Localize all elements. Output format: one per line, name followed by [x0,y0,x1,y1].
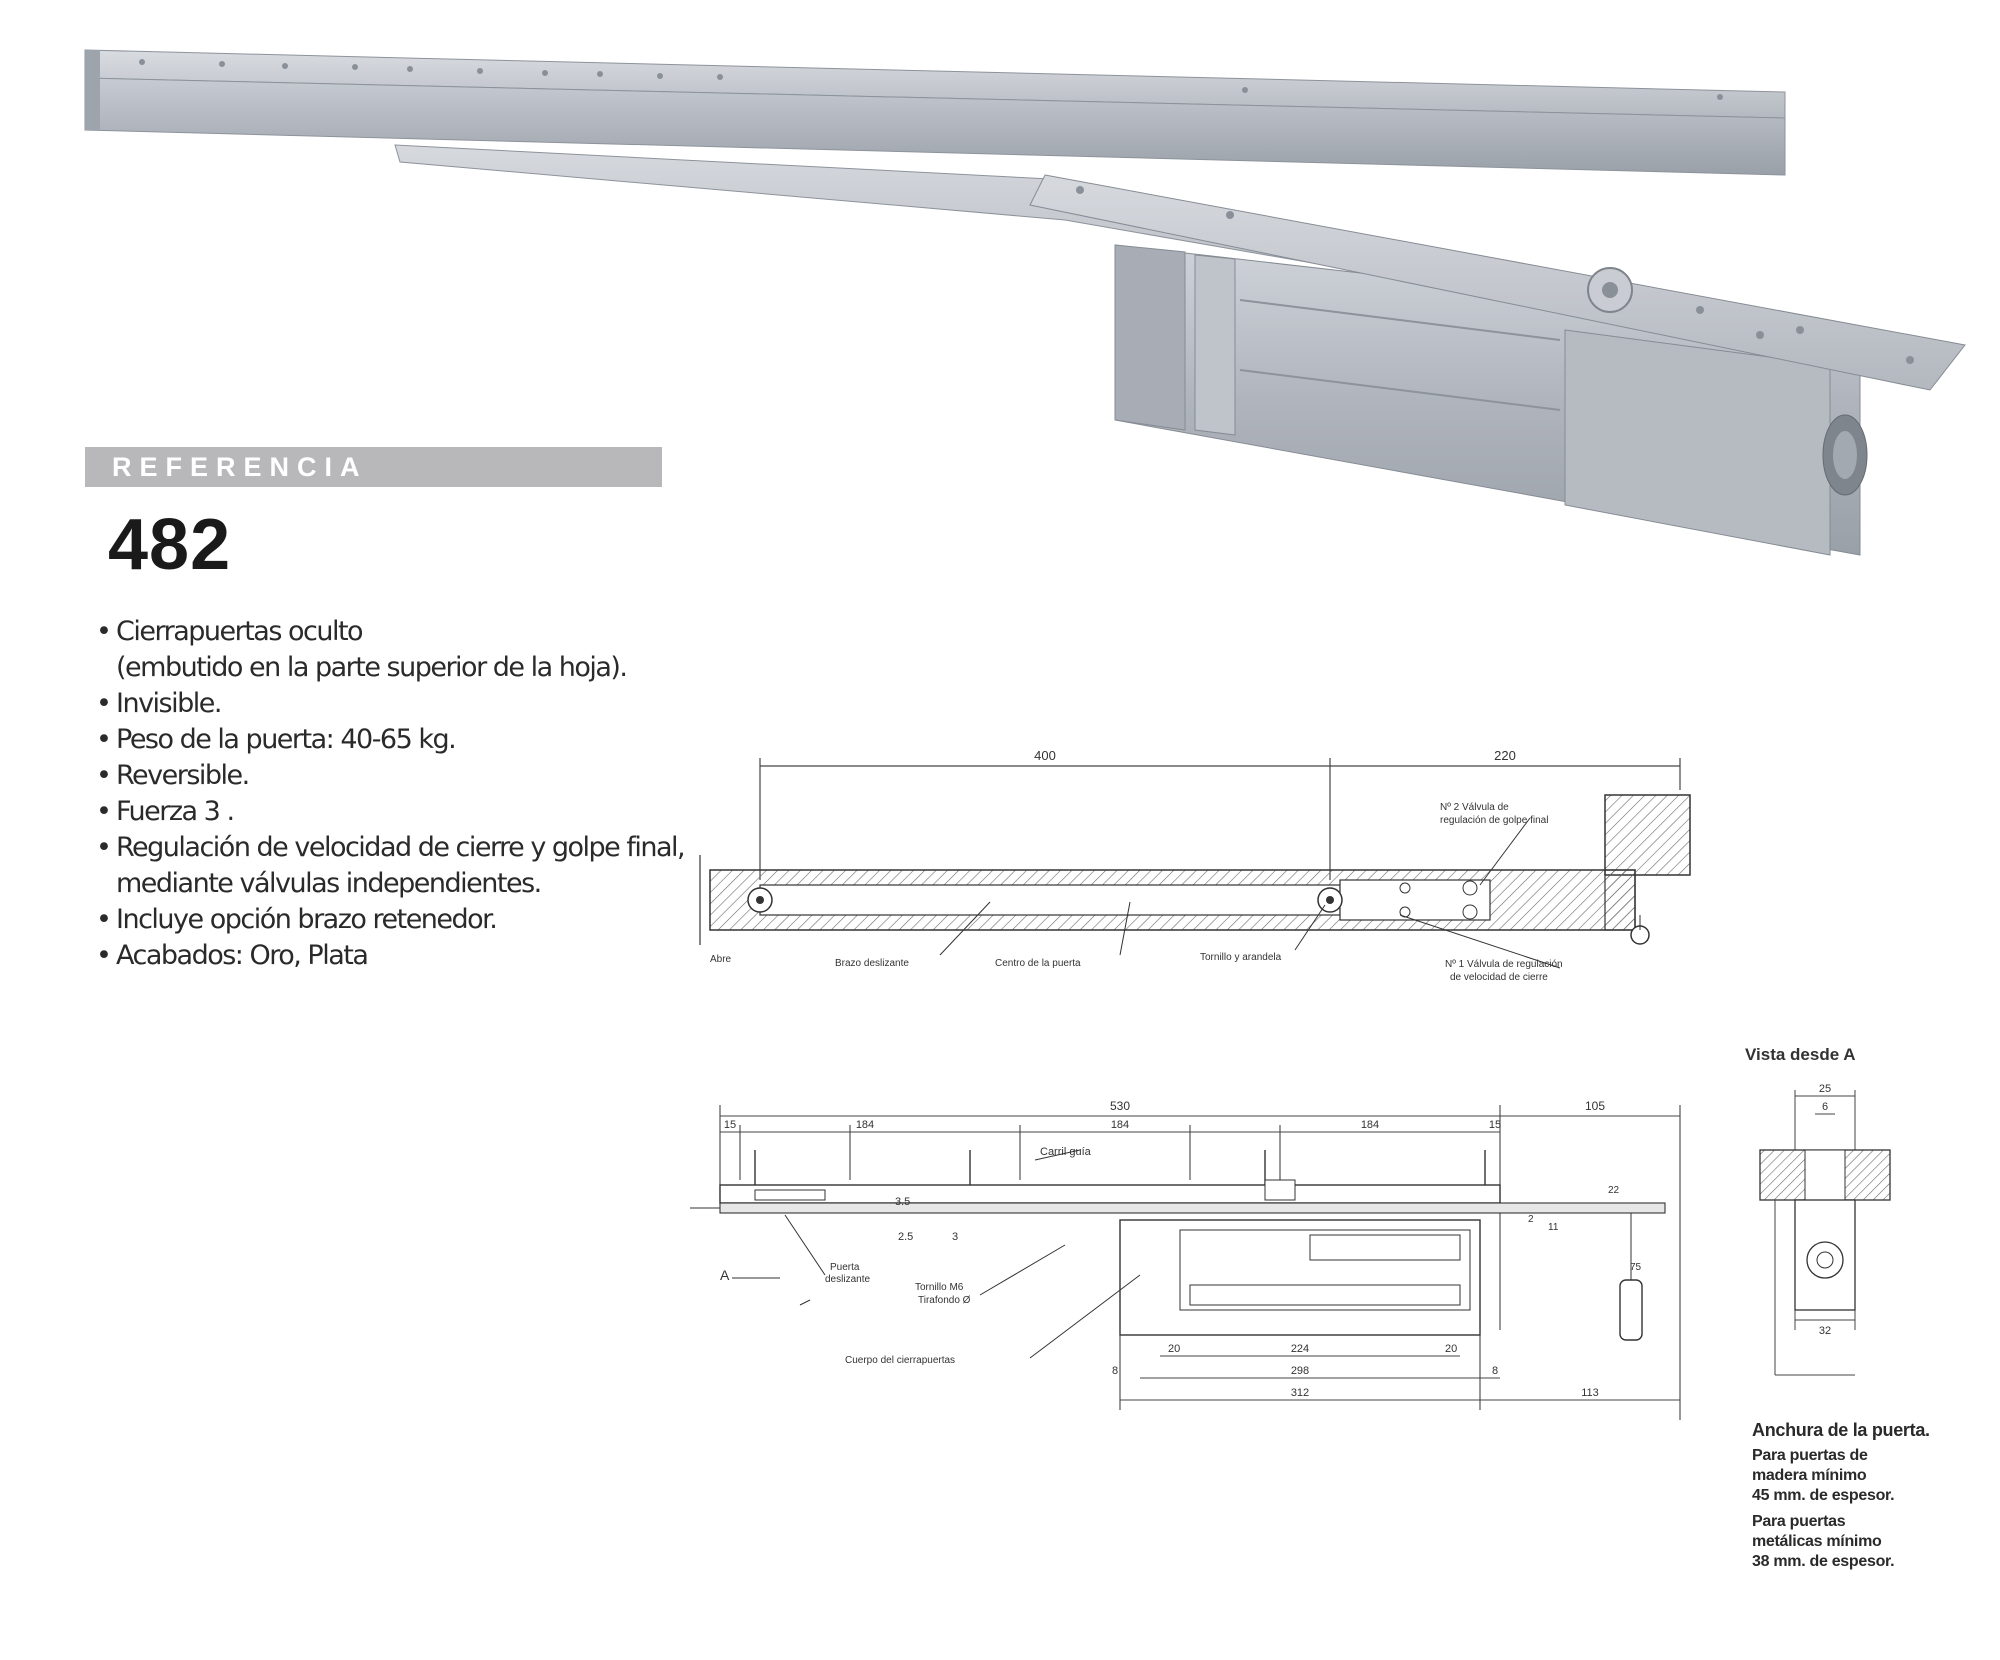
dim-22: 22 [1608,1185,1620,1196]
drawing-bottom: 530 105 15 184 184 184 15 20 224 20 8 29… [690,1099,1681,1420]
label-carril: Carril guía [1040,1146,1092,1158]
bullet: • [96,796,112,827]
feature-text: Fuerza 3 . [116,796,235,827]
notes-wood-1: Para puertas de [1752,1447,1868,1464]
dim-105: 105 [1585,1099,1605,1113]
dim-8b: 8 [1492,1365,1498,1377]
label-abre: Abre [710,954,732,965]
reference-number: 482 [108,505,232,585]
frame-block [1604,794,1691,876]
feature-item: •Cierrapuertas oculto (embutido en la par… [96,614,686,686]
feature-list: •Cierrapuertas oculto(embutido en la par… [96,614,686,974]
dim-312: 312 [1291,1387,1309,1399]
dim-25: 2.5 [898,1231,913,1243]
bullet: • [96,688,112,719]
label-tornillo-a: Tornillo M6 [915,1282,964,1293]
dim-20b: 20 [1445,1343,1457,1355]
label-cuerpo: Cuerpo del cierrapuertas [845,1355,955,1366]
bullet: • [96,940,112,971]
label-centro: Centro de la puerta [995,958,1081,969]
reference-label: REFERENCIA [112,452,368,482]
label-patin-a: Puerta [830,1262,860,1273]
feature-text-continued: (embutido en la parte superior de la hoj… [116,652,628,683]
dim-20a: 20 [1168,1343,1180,1355]
feature-item: •Incluye opción brazo retenedor. [96,902,686,938]
dim-113: 113 [1581,1387,1599,1399]
dim-184a: 184 [856,1119,874,1131]
dim-11: 11 [1548,1222,1559,1233]
label-valve2-b: regulación de golpe final [1440,815,1548,826]
dim-15b: 15 [1489,1119,1501,1131]
label-tornillo-b: Tirafondo Ø [918,1295,971,1306]
label-brazo: Brazo deslizante [835,958,909,969]
feature-item: •Invisible. [96,686,686,722]
dim-220: 220 [1494,748,1516,763]
notes-wood-2: madera mínimo [1752,1467,1867,1484]
dim-35: 3.5 [895,1196,910,1208]
dim-530: 530 [1110,1099,1130,1113]
label-valve1-b: de velocidad de cierre [1450,972,1548,983]
label-a-mark: A [720,1267,730,1283]
dim-2: 2 [1528,1214,1534,1225]
feature-text: Incluye opción brazo retenedor. [116,904,498,935]
notes-title: Anchura de la puerta. [1752,1420,1930,1440]
vista-dim-25: 25 [1819,1083,1831,1095]
label-patin-b: deslizante [825,1274,870,1285]
dim-3: 3 [952,1231,958,1243]
dim-184b: 184 [1111,1119,1129,1131]
label-valve2-a: Nº 2 Válvula de [1440,802,1509,813]
dim-75: 75 [1630,1262,1642,1273]
drawing-top: 400 220 Abre Brazo deslizante Centro de … [699,748,1691,983]
feature-item: •Fuerza 3 . [96,794,686,830]
door-notes: Anchura de la puerta. Para puertas de ma… [1752,1420,1972,1572]
bullet: • [96,832,112,863]
vista-dim-32: 32 [1819,1325,1831,1337]
mounting-plate [1029,174,1966,391]
bullet: • [96,904,112,935]
feature-item: •Peso de la puerta: 40-65 kg. [96,722,686,758]
notes-metal-2: metálicas mínimo [1752,1533,1882,1550]
notes-metal-3: 38 mm. de espesor. [1752,1553,1895,1570]
feature-item: •Reversible. [96,758,686,794]
guide-rail-section [719,1184,1501,1204]
feature-item: •Acabados: Oro, Plata [96,938,686,974]
bullet: • [96,724,112,755]
reference-bar [85,447,662,487]
feature-text: Invisible. [116,688,222,719]
dim-8a: 8 [1112,1365,1118,1377]
label-valve1-a: Nº 1 Válvula de regulación [1445,959,1563,970]
dim-400: 400 [1034,748,1056,763]
feature-text-continued: mediante válvulas independientes. [116,868,542,899]
feature-text: Regulación de velocidad de cierre y golp… [116,832,686,863]
dim-224: 224 [1291,1343,1309,1355]
label-tornillo: Tornillo y arandela [1200,952,1282,963]
vista-drawing: 25 6 32 [1759,1083,1891,1376]
bullet: • [96,616,112,647]
product-photo [84,49,1966,556]
feature-text: Cierrapuertas oculto [116,616,364,647]
feature-item: •Regulación de velocidad de cierre y gol… [96,830,686,902]
notes-wood-3: 45 mm. de espesor. [1752,1487,1895,1504]
notes-metal-1: Para puertas [1752,1513,1846,1530]
vista-title: Vista desde A [1745,1045,1856,1064]
dim-184c: 184 [1361,1119,1379,1131]
feature-text: Acabados: Oro, Plata [116,940,369,971]
feature-text: Reversible. [116,760,250,791]
bullet: • [96,760,112,791]
dim-15a: 15 [724,1119,736,1131]
feature-text: Peso de la puerta: 40-65 kg. [116,724,457,755]
dim-298: 298 [1291,1365,1309,1377]
vista-dim-6: 6 [1822,1101,1828,1113]
